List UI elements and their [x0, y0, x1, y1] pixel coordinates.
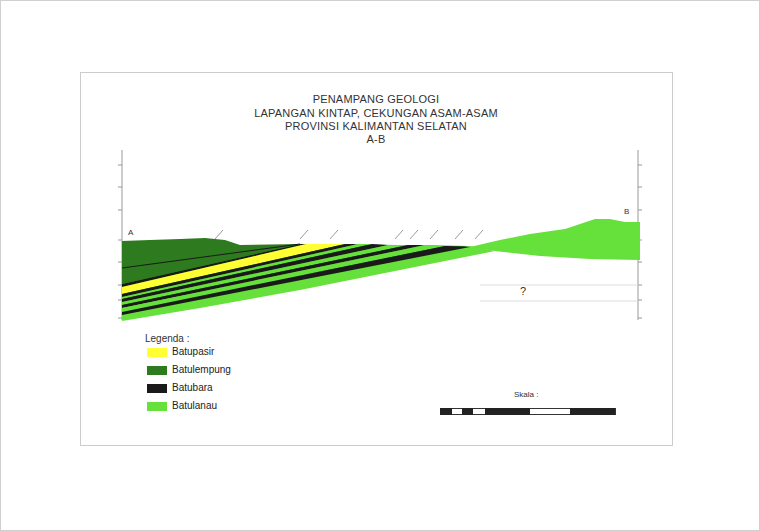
axis-tick: [638, 318, 642, 319]
dip-mark: [410, 230, 418, 239]
axis-tick: [118, 165, 122, 166]
dip-mark: [430, 230, 438, 239]
siltstone-region: [470, 219, 640, 260]
legend-swatch: [147, 366, 167, 375]
dip-mark: [455, 230, 463, 239]
axis-tick: [638, 300, 642, 301]
axis-tick: [638, 285, 642, 286]
axis-tick: [118, 262, 122, 263]
dip-mark: [395, 230, 403, 239]
heading-label: Skala :: [514, 390, 538, 399]
dip-mark: [475, 230, 483, 239]
legend-swatch: [147, 348, 167, 357]
legend-swatch: [147, 384, 167, 393]
axis-ticks: [118, 165, 642, 318]
axis-tick: [638, 187, 642, 188]
heading-label: Legenda :: [145, 333, 190, 344]
axis-tick: [638, 210, 642, 211]
section-label: B: [624, 207, 629, 216]
dipping-beds: [122, 244, 470, 315]
legend-swatch: [147, 402, 167, 411]
scale-bar: [440, 408, 616, 415]
dip-mark: [330, 230, 338, 239]
frame: [81, 73, 673, 446]
axis-tick: [118, 210, 122, 211]
axis-tick: [638, 165, 642, 166]
title-line: PROVINSI KALIMANTAN SELATAN: [285, 120, 467, 132]
legend-text: Batubara: [172, 382, 213, 393]
axis-tick: [118, 240, 122, 241]
axis-tick: [118, 187, 122, 188]
dip-marks: [215, 230, 483, 239]
axis-tick: [118, 318, 122, 319]
section-label: ?: [520, 285, 526, 297]
axis-tick: [118, 300, 122, 301]
title-line: A-B: [367, 133, 386, 145]
dip-mark: [300, 230, 308, 239]
legend-text: Batupasir: [172, 346, 214, 357]
title-line: LAPANGAN KINTAP, CEKUNGAN ASAM-ASAM: [254, 107, 498, 119]
title: PENAMPANG GEOLOGI: [80, 93, 672, 105]
axis-tick: [638, 262, 642, 263]
legend-text: Batulempung: [172, 364, 231, 375]
legend-text: Batulanau: [172, 400, 217, 411]
dip-mark: [215, 230, 223, 239]
axis-tick: [118, 285, 122, 286]
section-label: A: [128, 228, 133, 237]
